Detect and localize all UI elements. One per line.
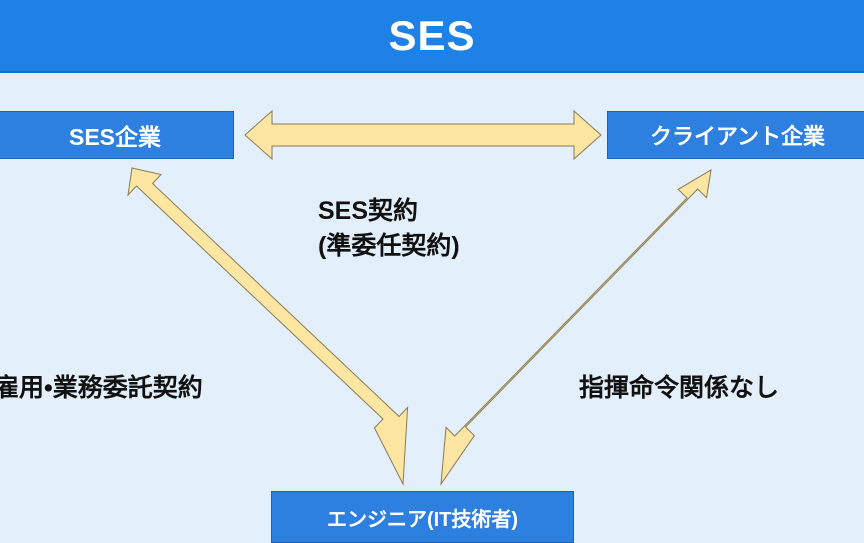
ses-company-box: SES企業	[0, 111, 234, 159]
ses-company-label: SES企業	[68, 124, 162, 150]
ses-contract-line2: (準委任契約)	[318, 232, 460, 260]
client-company-label: クライアント企業	[649, 124, 826, 149]
engineer-label: エンジニア(IT技術者)	[326, 508, 519, 531]
no-command-relation-label: 指揮命令関係なし	[579, 374, 780, 402]
ses-contract-line1: SES契約	[318, 197, 419, 225]
title-banner: SES	[0, 0, 864, 73]
page-title: SES	[388, 11, 476, 59]
employment-arrow	[127, 167, 409, 486]
engineer-box: エンジニア(IT技術者)	[271, 491, 574, 543]
employment-contract-label: 雇用•業務委託契約	[0, 374, 203, 402]
no-command-arrow	[440, 169, 712, 486]
ses-contract-label: SES契約 (準委任契約)	[318, 194, 460, 264]
client-company-box: クライアント企業	[607, 111, 864, 159]
ses-contract-arrow	[244, 109, 602, 161]
